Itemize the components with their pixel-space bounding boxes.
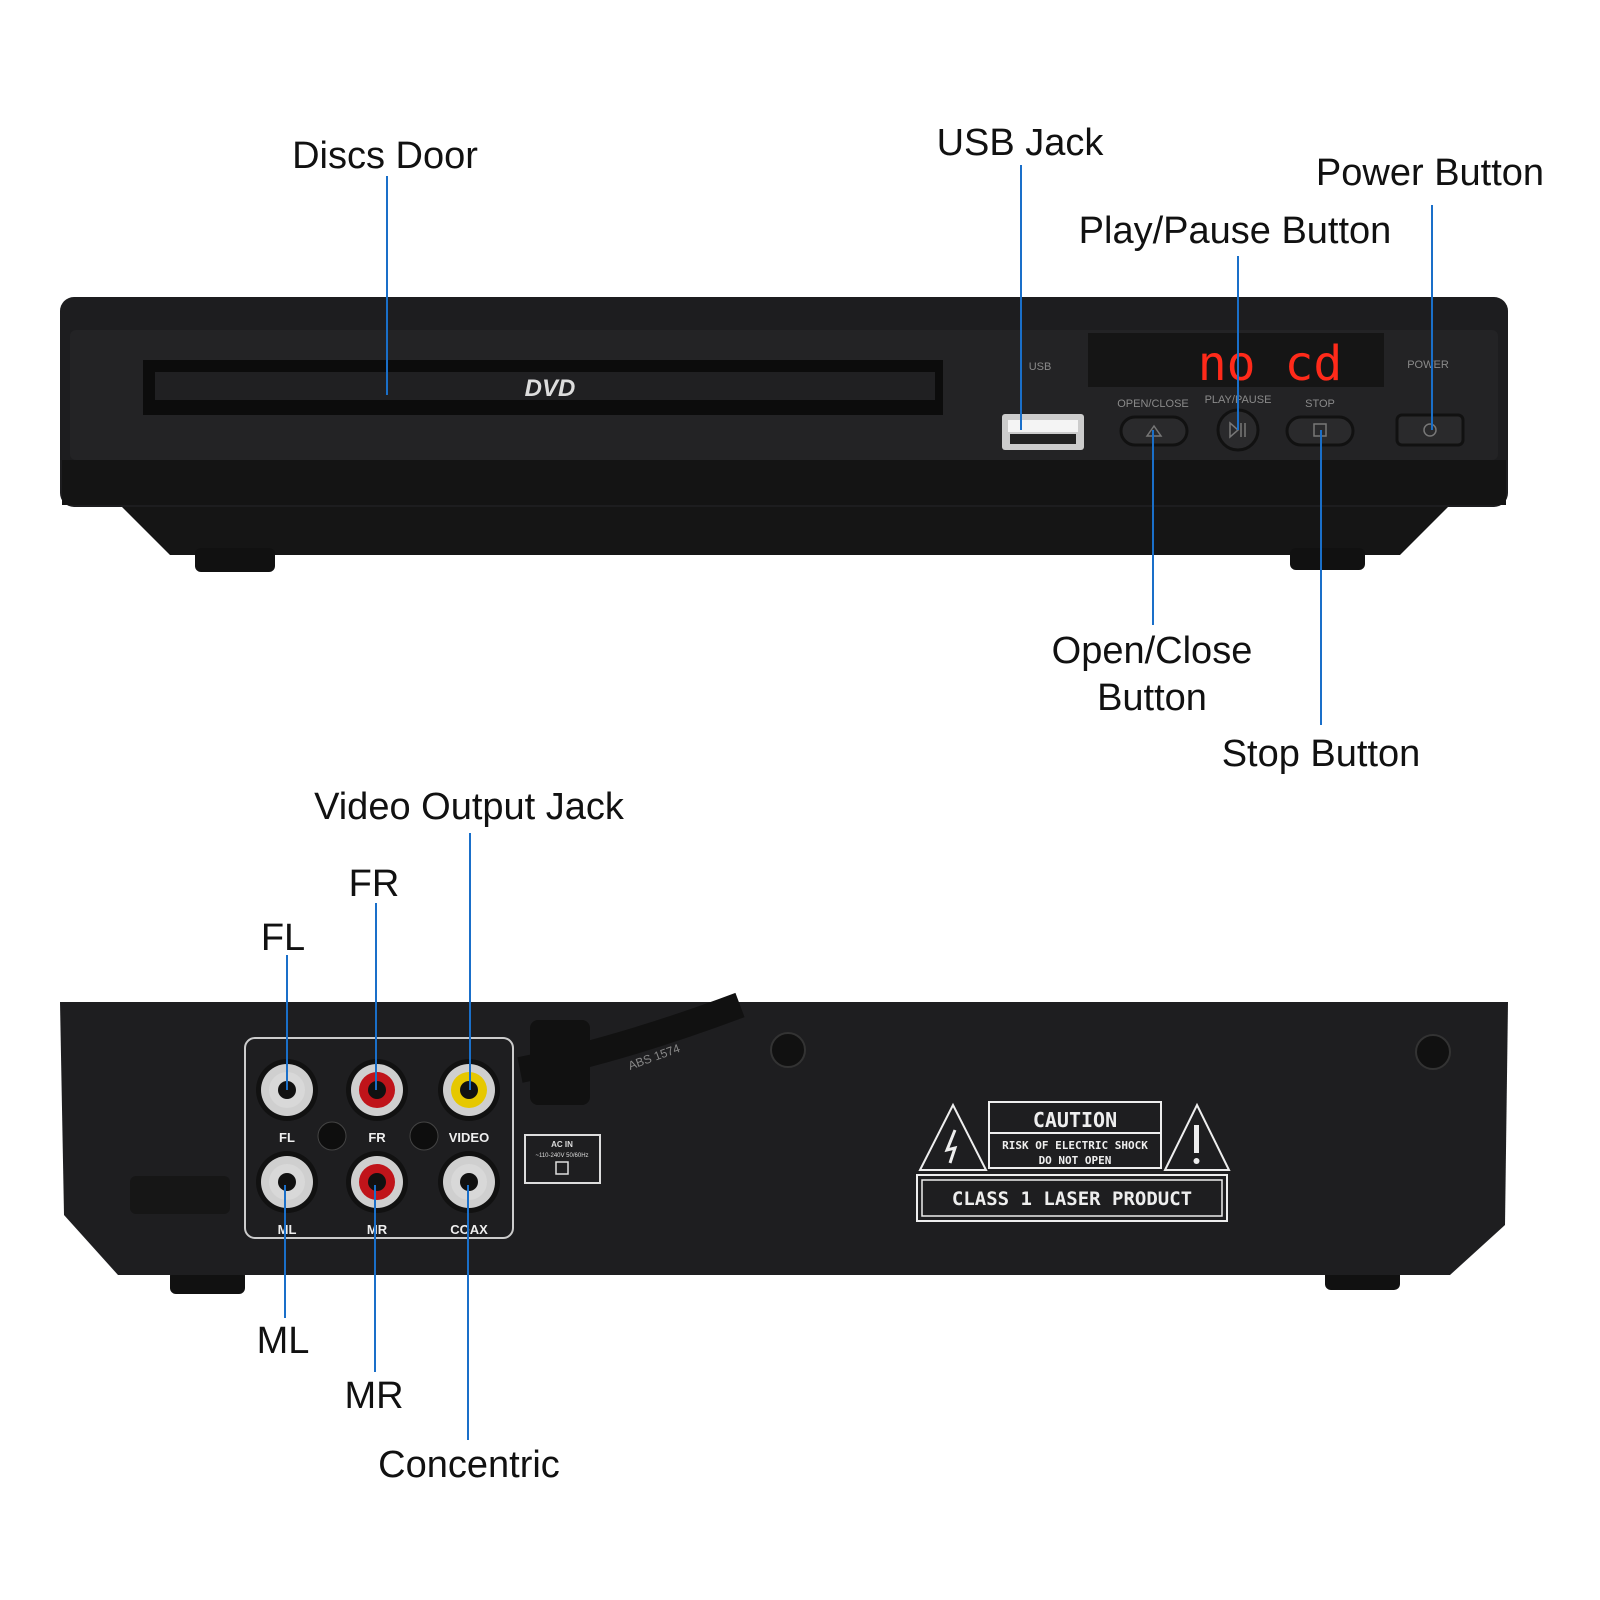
dvd-player-back: ABS 1574 FLFRVIDEOMLMRCOAX AC IN ~110-24… xyxy=(60,992,1508,1294)
rca-port-ml[interactable]: ML xyxy=(256,1151,318,1237)
av-port-panel xyxy=(244,1037,514,1239)
screw xyxy=(1415,1034,1451,1070)
leader-lines xyxy=(284,165,1433,1440)
caution-text: CAUTION xyxy=(1033,1108,1117,1132)
electric-shock-icon xyxy=(918,1102,988,1171)
warning-text-1: RISK OF ELECTRIC SHOCK xyxy=(1002,1139,1148,1152)
power-silkscreen: POWER xyxy=(1407,359,1449,371)
label-concentric: Concentric xyxy=(378,1444,560,1486)
open-close-silkscreen: OPEN/CLOSE xyxy=(1117,398,1189,410)
label-usb-jack: USB Jack xyxy=(937,122,1105,164)
screw xyxy=(409,1121,439,1151)
label-stop-button: Stop Button xyxy=(1222,733,1421,775)
display-text: no cd xyxy=(1198,336,1343,392)
port-label: ML xyxy=(278,1222,297,1237)
label-video-output-jack: Video Output Jack xyxy=(314,786,625,828)
label-open-close-button: Open/Close xyxy=(1052,630,1253,672)
double-insulation-icon xyxy=(555,1161,569,1175)
rca-port-mr[interactable]: MR xyxy=(346,1151,408,1237)
caution-label: CAUTION RISK OF ELECTRIC SHOCK DO NOT OP… xyxy=(916,1101,1231,1222)
screw xyxy=(770,1032,806,1068)
port-label: MR xyxy=(367,1222,388,1237)
play-pause-icon xyxy=(1229,421,1246,439)
port-label: FR xyxy=(368,1130,386,1145)
power-button[interactable] xyxy=(1395,413,1465,447)
usb-silkscreen: USB xyxy=(1029,361,1052,373)
port-label: VIDEO xyxy=(449,1130,489,1145)
ac-in-text: AC IN xyxy=(551,1140,573,1149)
warning-text-2: DO NOT OPEN xyxy=(1039,1154,1112,1167)
ac-voltage-text: ~110-240V 50/60Hz xyxy=(535,1153,588,1159)
label-ml: ML xyxy=(257,1320,310,1362)
label-open-close-button-2: Button xyxy=(1097,677,1207,719)
stop-silkscreen: STOP xyxy=(1305,398,1335,410)
rca-port-coax[interactable]: COAX xyxy=(438,1151,500,1237)
dvd-player-front: DVD USB no cd POWER OPEN/CLOSE PLAY/PAUS… xyxy=(60,297,1508,572)
label-play-pause-button: Play/Pause Button xyxy=(1079,210,1392,252)
label-mr: MR xyxy=(344,1375,403,1417)
label-fr: FR xyxy=(349,863,400,905)
port-label: COAX xyxy=(450,1222,488,1237)
label-power-button: Power Button xyxy=(1316,152,1544,194)
warning-icon xyxy=(1163,1102,1231,1171)
label-fl: FL xyxy=(261,917,305,959)
ac-in-label xyxy=(524,1134,601,1184)
power-icon xyxy=(1423,423,1437,437)
dvd-logo: DVD xyxy=(525,375,576,402)
label-discs-door: Discs Door xyxy=(292,135,478,177)
usb-port[interactable] xyxy=(1002,414,1084,450)
laser-text: CLASS 1 LASER PRODUCT xyxy=(952,1188,1192,1210)
screw xyxy=(317,1121,347,1151)
port-label: FL xyxy=(279,1130,295,1145)
led-display xyxy=(1088,333,1384,387)
